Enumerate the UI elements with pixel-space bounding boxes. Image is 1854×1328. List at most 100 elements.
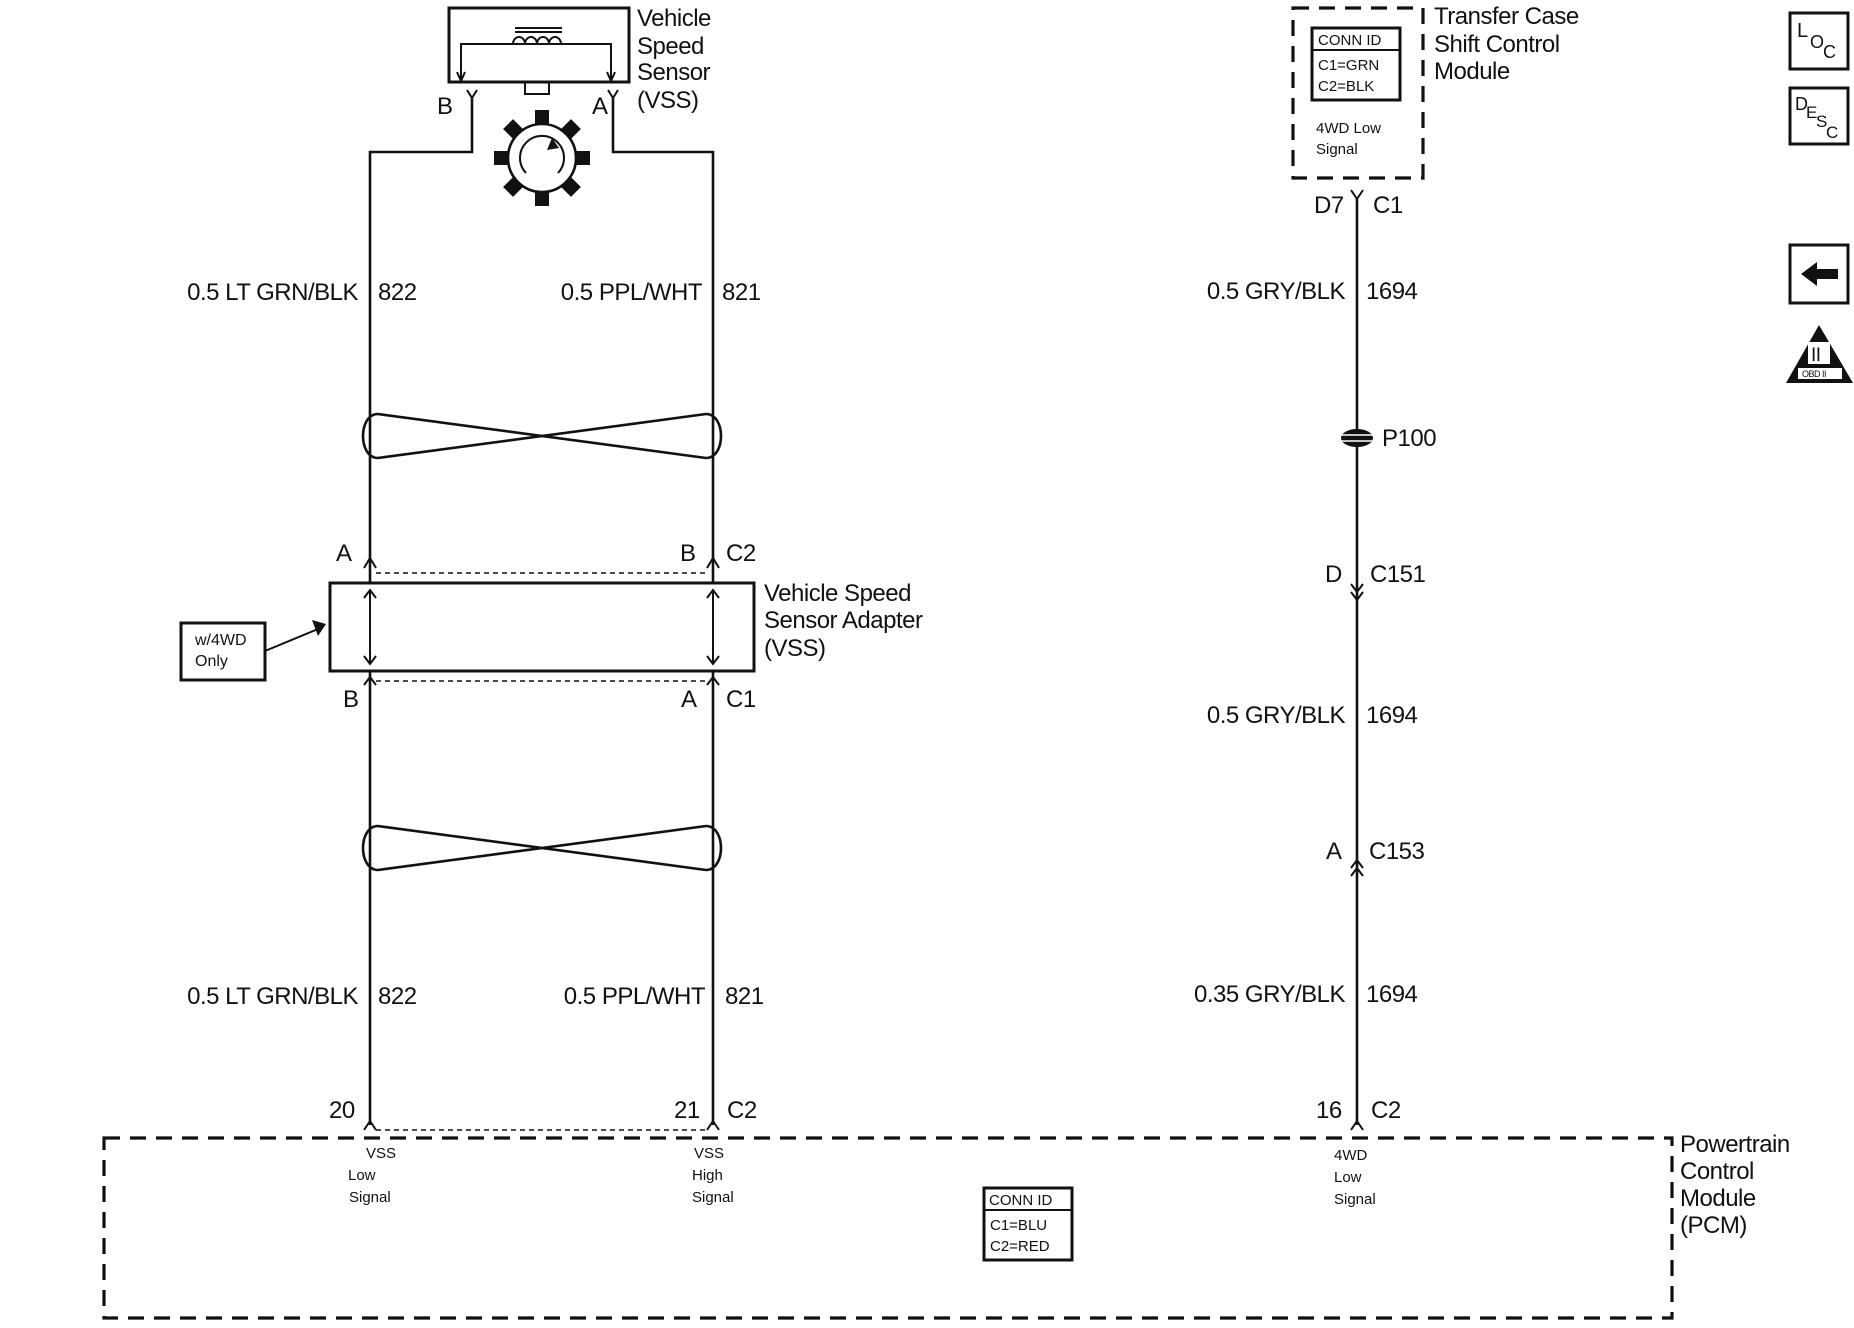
wire-right-1-color: 0.5 GRY/BLK: [1207, 278, 1346, 305]
obd-label: OBD II: [1802, 369, 1826, 379]
pcm-conn-id: CONN ID: [989, 1192, 1053, 1209]
wire-left-lower-circuit: 822: [378, 983, 417, 1010]
pcm-conn-c1: C1=BLU: [990, 1217, 1047, 1234]
vss-sensor-label-1: Vehicle: [637, 5, 711, 32]
pcm-label-4: (PCM): [1680, 1212, 1747, 1239]
tccm-label-1: Transfer Case: [1434, 3, 1579, 30]
wire-right-3-color: 0.35 GRY/BLK: [1194, 981, 1345, 1008]
tccm-label-3: Module: [1434, 58, 1510, 85]
vss-adapter-label-3: (VSS): [764, 635, 826, 662]
desc-button[interactable]: D E S C: [1788, 86, 1850, 146]
obd-ii-button[interactable]: II OBD II: [1786, 325, 1853, 383]
tccm-conn-c1-label: C1: [1373, 192, 1403, 219]
desc-s: S: [1816, 112, 1827, 131]
c151-pin: D: [1325, 561, 1342, 588]
pcm-connector-c2-left: 20 21 C2: [329, 1097, 757, 1131]
obd-roman: II: [1811, 345, 1821, 366]
c151-name: C151: [1370, 561, 1426, 588]
pcm-label-2: Control: [1680, 1158, 1754, 1185]
pcm-pin-21-conn: C2: [727, 1097, 757, 1124]
note-4wd-only: w/4WD Only: [179, 620, 326, 682]
pcm-sig-low-2: Low: [348, 1167, 376, 1184]
adapter-bot-conn: C1: [726, 686, 756, 713]
c153-pin: A: [1326, 838, 1342, 865]
splice-p100: P100: [1339, 425, 1437, 452]
loc-button[interactable]: L O C: [1788, 11, 1850, 71]
tccm-conn-c2: C2=BLK: [1318, 78, 1374, 95]
transfer-case-module: CONN ID C1=GRN C2=BLK 4WD Low Signal Tra…: [1291, 3, 1579, 219]
twisted-pair-upper: [361, 412, 723, 460]
wire-left-lower-color: 0.5 LT GRN/BLK: [187, 983, 358, 1010]
arrow-left-icon: [1801, 262, 1838, 286]
connector-c151: D C151: [1325, 561, 1426, 602]
splice-label: P100: [1382, 425, 1436, 452]
loc-l: L: [1797, 20, 1808, 42]
twisted-pair-lower: [361, 824, 723, 872]
adapter-bot-pin-a: A: [681, 686, 697, 713]
wire-mid-lower-color: 0.5 PPL/WHT: [564, 983, 706, 1010]
arrow-icon: [312, 620, 326, 636]
tccm-label-2: Shift Control: [1434, 31, 1560, 58]
pcm-connector-c2-right: 16 C2: [1316, 1097, 1401, 1131]
desc-d: D: [1795, 94, 1808, 114]
wire-mid-lower-circuit: 821: [725, 983, 764, 1010]
wire-right-3-circuit: 1694: [1366, 981, 1418, 1008]
note-4wd-line-2: Only: [195, 653, 228, 670]
pcm-sig-high-1: VSS: [694, 1145, 724, 1162]
pcm-sig-4wd-1: 4WD: [1334, 1147, 1368, 1164]
adapter-top-pin-a: A: [336, 540, 352, 567]
wire-right-2-circuit: 1694: [1366, 702, 1418, 729]
adapter-bot-pin-b: B: [343, 686, 359, 713]
pcm-sig-high-2: High: [692, 1167, 723, 1184]
tccm-signal-1: 4WD Low: [1316, 120, 1381, 137]
tccm-conn-c1: C1=GRN: [1318, 57, 1379, 74]
pcm-pin-16-conn: C2: [1371, 1097, 1401, 1124]
pcm-label-1: Powertrain: [1680, 1131, 1790, 1158]
pcm-sig-4wd-2: Low: [1334, 1169, 1362, 1186]
c153-name: C153: [1369, 838, 1425, 865]
tccm-signal-2: Signal: [1316, 141, 1358, 158]
pcm-sig-low-3: Signal: [349, 1189, 391, 1206]
pcm: VSS Low Signal VSS High Signal 4WD Low S…: [102, 1131, 1790, 1320]
wire-mid-upper-color: 0.5 PPL/WHT: [561, 279, 703, 306]
adapter-top-conn: C2: [726, 540, 756, 567]
note-4wd-line-1: w/4WD: [194, 632, 247, 649]
desc-c: C: [1826, 123, 1838, 142]
loc-c: C: [1823, 42, 1836, 62]
pcm-label-3: Module: [1680, 1185, 1756, 1212]
pcm-pin-16: 16: [1316, 1097, 1342, 1124]
vss-pin-b: B: [437, 93, 453, 120]
vss-adapter-connector-c2: A B C2: [336, 540, 756, 574]
tccm-dashed-box: [1291, 6, 1425, 180]
wire-right-2-color: 0.5 GRY/BLK: [1207, 702, 1346, 729]
desc-e: E: [1806, 103, 1817, 122]
vss-sensor-label-3: Sensor: [637, 59, 711, 86]
pcm-sig-4wd-3: Signal: [1334, 1191, 1376, 1208]
vss-adapter-box: [328, 581, 756, 673]
pcm-pin-20: 20: [329, 1097, 355, 1124]
pcm-sig-high-3: Signal: [692, 1189, 734, 1206]
wire-left-upper-circuit: 822: [378, 279, 417, 306]
vss-adapter: Vehicle Speed Sensor Adapter (VSS): [328, 580, 923, 673]
vss-sensor-label-2: Speed: [637, 33, 704, 60]
reluctor-wheel-icon: [494, 110, 590, 206]
back-button[interactable]: [1788, 243, 1850, 305]
tccm-pin-d7: D7: [1314, 192, 1344, 219]
vss-adapter-connector-c1: B A C1: [343, 675, 756, 713]
connector-c153: A C153: [1326, 838, 1425, 877]
pcm-pin-21: 21: [674, 1097, 700, 1124]
pcm-dashed-box: [102, 1136, 1674, 1320]
adapter-top-pin-b: B: [680, 540, 696, 567]
vss-sensor: B A Vehicle Speed Sensor (VSS): [368, 5, 715, 1125]
tccm-conn-id: CONN ID: [1318, 32, 1382, 49]
pcm-sig-low-1: VSS: [366, 1145, 396, 1162]
pcm-conn-c2: C2=RED: [990, 1238, 1050, 1255]
wire-right-1-circuit: 1694: [1366, 278, 1418, 305]
vss-adapter-label-2: Sensor Adapter: [764, 607, 923, 634]
vss-sensor-label-4: (VSS): [637, 87, 699, 114]
coil-icon: [512, 27, 562, 45]
vss-pin-a: A: [592, 93, 608, 120]
wire-left-upper-color: 0.5 LT GRN/BLK: [187, 279, 358, 306]
wire-mid-upper-circuit: 821: [722, 279, 761, 306]
